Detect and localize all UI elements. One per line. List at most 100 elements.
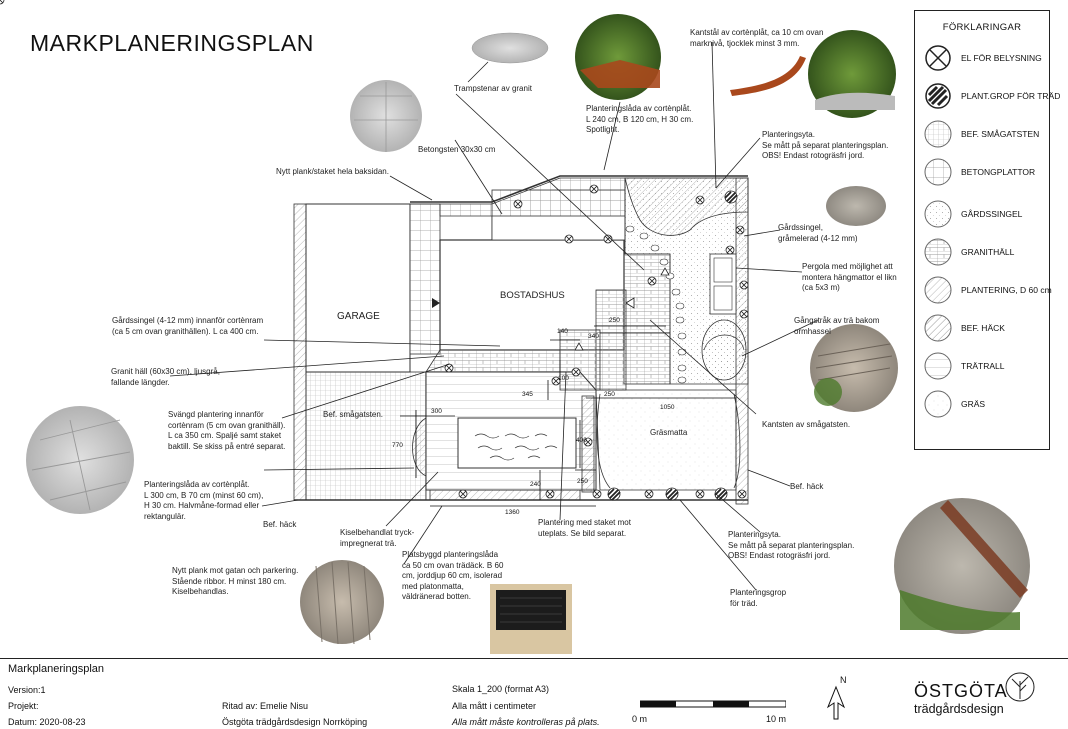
label-granit-hall: Granit häll (60x30 cm), ljusgrå, falland… [111,367,220,387]
label-gardssingel-left: Gårdssingel (4-12 mm) innanför cortènram… [112,316,264,336]
label-svangd-plantering: Svängd plantering innanför cortènram (5 … [168,410,286,451]
photo-betong [350,80,422,152]
dim-1360: 1360 [505,509,520,516]
scale-bar [640,700,786,708]
footer-units: Alla mått i centimeter [452,701,537,711]
light-outlet-icon [925,45,951,71]
pergola [709,253,737,315]
planting-swatch-icon [924,276,952,304]
hedge-left [293,203,307,501]
light-outlets [0,0,5,5]
hedge-swatch-icon [924,314,952,342]
grass-swatch-icon [924,390,952,418]
legend-item-gras: GRÄS [923,389,1049,421]
dim-240: 240 [530,481,541,488]
label-gardssingel-right: Gårdssingel, gråmelerad (4-12 mm) [778,223,858,243]
legend-item-plantering: PLANTERING, D 60 cm [923,275,1052,307]
label-kiselbehandlat: Kiselbehandlat tryck- impregnerat trä. [340,528,415,548]
label-plantering-staket: Plantering med staket mot uteplats. Se b… [538,518,631,538]
small-sett-swatch-icon [924,120,952,148]
legend-item-singel: GÅRDSSINGEL [923,199,1049,231]
photo-gangstrak [810,324,898,412]
dim-400: 400 [576,437,587,444]
legend-item-el: EL FÖR BELYSNING [923,43,1049,75]
photo-trampsten [471,32,549,64]
label-lawn: Gräsmatta [650,428,688,437]
legend-label: GRANITHÄLL [961,247,1015,257]
tree-pit-icon [925,83,951,109]
photo-kantstal [730,56,806,96]
label-planteringsyta-bottom: Planteringsyta. Se mått på separat plant… [728,530,855,560]
legend-item-betong: BETONGPLATTOR [923,157,1049,189]
label-platsbyggd: Platsbyggd planteringslåda ca 50 cm ovan… [402,550,504,601]
label-hedge-right: Bef. häck [790,482,824,491]
label-trampstenar: Trampstenar av granit [454,84,532,93]
title-block: Markplaneringsplan Version:1 Projekt: Da… [0,658,1068,729]
site-plan: 140 340 250 345 100 250 1050 300 400 770… [0,0,1030,654]
footer-date: Datum: 2020-08-23 [8,717,86,727]
footer-name: Markplaneringsplan [8,663,104,675]
dim-1050: 1050 [660,404,675,411]
legend-title: FÖRKLARINGAR [942,22,1022,33]
legend-label: PLANT.GROP FÖR TRÄD [961,91,1061,101]
dim-340: 340 [588,333,599,340]
label-pergola: Pergola med möjlighet att montera hängma… [802,262,897,292]
dim-250c: 250 [577,478,588,485]
label-kantsten: Kantsten av smågatsten. [762,420,851,429]
label-planteringsgrop: Planteringsgrop för träd. [730,588,787,608]
label-gangstrak: Gångstråk av trä bakom ormhassel [794,316,880,336]
footer-project: Projekt: [8,701,39,711]
planting-box-water [457,417,577,469]
dim-300: 300 [431,408,442,415]
north-label: N [840,675,847,685]
photo-singel [826,186,886,226]
dim-345: 345 [522,391,533,398]
legend-label: BETONGPLATTOR [961,167,1036,177]
legend-item-granit: GRANITHÄLL [923,237,1049,269]
scale-start: 0 m [632,714,648,724]
label-house: BOSTADSHUS [500,290,565,301]
label-hedge-left: Bef. häck [263,520,297,529]
label-planteringslada-left: Planteringslåda av cortènplåt. L 300 cm,… [144,480,264,521]
gravel-swatch-icon [924,200,952,228]
label-nytt-plank: Nytt plank/staket hela baksidan. [276,167,389,176]
concrete-swatch-icon [924,158,952,186]
dim-250b: 250 [604,391,615,398]
deck-swatch-icon [924,352,952,380]
legend-item-tratrall: TRÄTRALL [923,351,1049,383]
footer-scale: Skala 1_200 (format A3) [452,684,550,694]
legend-item-smagatsten: BEF. SMÅGATSTEN [923,119,1049,151]
label-sett: Bef. smågatsten. [323,410,384,419]
photo-grass [808,30,896,118]
photo-singel-corten [894,498,1030,634]
label-garage: GARAGE [337,311,380,322]
logo-text: ÖSTGÖTA [914,681,1008,701]
logo-subtext: trädgårdsdesign [914,702,1004,716]
dim-770: 770 [392,442,403,449]
photo-granithall [26,406,134,514]
footer-version: Version:1 [8,685,46,695]
legend-label: EL FÖR BELYSNING [961,53,1042,63]
footer-check: Alla mått måste kontrolleras på plats. [452,717,600,727]
label-planteringsyta-top: Planteringsyta. Se mått på separat plant… [762,130,889,160]
footer-company: Östgöta trädgårdsdesign Norrköping [222,717,368,727]
label-planteringslada-top: Planteringslåda av cortènplåt. L 240 cm,… [586,104,694,134]
north-arrow-icon [826,685,846,720]
legend-item-treepit: PLANT.GROP FÖR TRÄD [923,81,1060,113]
photo-cortenbox [575,14,661,100]
legend-label: PLANTERING, D 60 cm [961,285,1052,295]
label-nytt-plank-gatan: Nytt plank mot gatan och parkering. Ståe… [172,566,299,596]
legend-item-hack: BEF. HÄCK [923,313,1049,345]
legend-label: GÅRDSSINGEL [961,209,1023,219]
photo-platsbyggd [490,584,572,654]
legend-label: BEF. SMÅGATSTEN [961,129,1040,139]
legend-label: TRÄTRALL [961,361,1005,371]
legend-label: GRÄS [961,399,986,409]
dim-100: 100 [558,375,569,382]
footer-drawn-by: Ritad av: Emelie Nisu [222,701,309,711]
legend-label: BEF. HÄCK [961,323,1005,333]
logo-tree-icon [1005,672,1035,702]
label-kantstal: Kantstål av cortènplåt, ca 10 cm ovan ma… [690,28,824,48]
photo-plank [300,560,384,645]
